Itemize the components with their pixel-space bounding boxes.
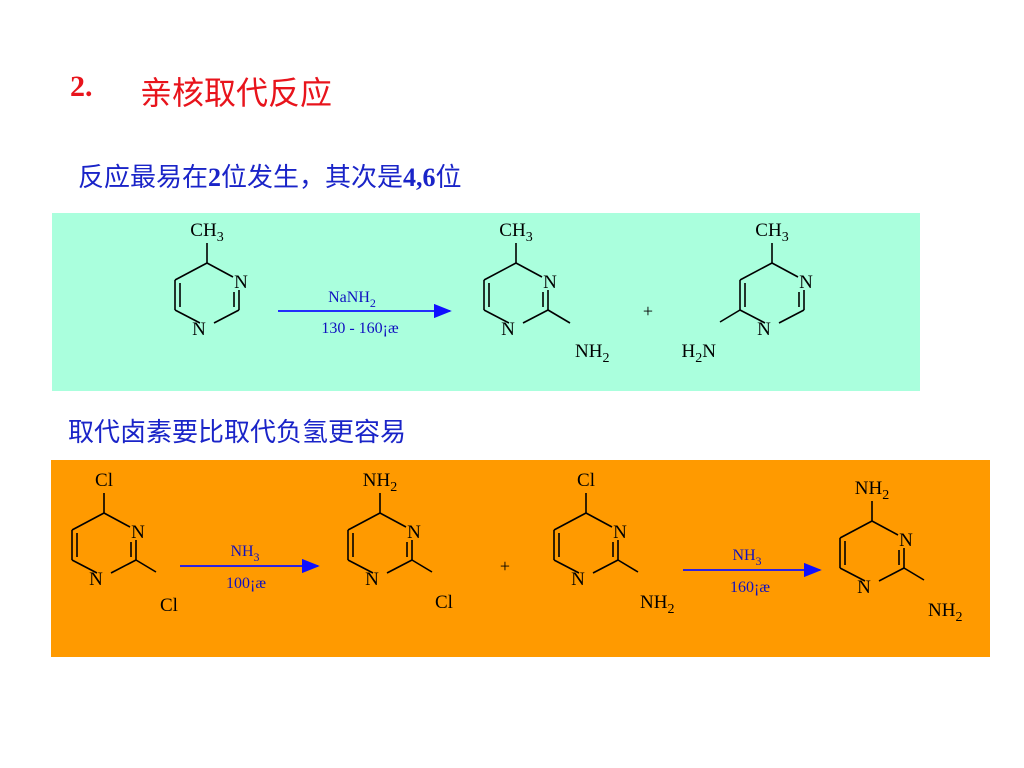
- r1-product2-bond: [778, 309, 805, 324]
- r2-reactant-n3-atom: N: [131, 522, 145, 543]
- section-number: 2.: [70, 70, 93, 103]
- r2-reactant-bond: [103, 512, 131, 528]
- reaction1-panel: [52, 213, 920, 391]
- r1-reactant-bond: [213, 309, 240, 324]
- r1-reactant-n1-atom: N: [192, 319, 206, 340]
- r1-product1-substituent: NH2: [575, 341, 609, 366]
- r2-product2-substituent: NH2: [640, 592, 674, 617]
- r2-reactant-n1-atom: N: [89, 569, 103, 590]
- r1-plus: +: [643, 301, 653, 321]
- note1-suffix: 位: [435, 163, 462, 193]
- r2-product2-bond: [592, 559, 619, 574]
- r2-product3-bond: [839, 520, 873, 539]
- r2-product3-bond: [839, 567, 866, 582]
- r1-product1-n3-atom: N: [543, 272, 557, 293]
- r1-reactant-bond: [206, 262, 234, 278]
- r1-reagent: NaNH2: [328, 289, 376, 310]
- r1-product1-bond: [483, 309, 510, 324]
- r2-product2-top-group: Cl: [577, 470, 595, 491]
- r1-product1-n1-atom: N: [501, 319, 515, 340]
- r2-product1-n3-atom: N: [407, 522, 421, 543]
- r2-product2-bond: [585, 512, 613, 528]
- r2-product2-bond: [617, 559, 639, 573]
- r1-product2-bond: [739, 262, 773, 281]
- r2-product1-bond: [347, 512, 381, 531]
- r2-product1-bond: [347, 559, 374, 574]
- r2-reagent1: NH3: [230, 543, 259, 564]
- r2-product1-bond: [411, 559, 433, 573]
- r1-product2-bond: [719, 309, 741, 323]
- r2-product2-n3-atom: N: [613, 522, 627, 543]
- r1-product2-n3-atom: N: [799, 272, 813, 293]
- r2-reactant-bond: [71, 559, 98, 574]
- r1-product1-bond: [515, 262, 543, 278]
- r2-product1-bond: [379, 512, 407, 528]
- r2-product2-n1-atom: N: [571, 569, 585, 590]
- r2-reactant-top-group: Cl: [95, 470, 113, 491]
- r2-product3-bond: [871, 520, 899, 536]
- r1-product1-bond: [483, 262, 517, 281]
- r1-product2-bond: [771, 262, 799, 278]
- reaction2-panel: [51, 460, 990, 657]
- r1-condition: 130 - 160¡æ: [321, 320, 399, 337]
- r2-condition1: 100¡æ: [226, 575, 266, 592]
- r2-product2-bond: [553, 512, 587, 531]
- r2-reactant-bond: [135, 559, 157, 573]
- r2-product3-bond: [903, 567, 925, 581]
- r2-reactant-bond: [110, 559, 137, 574]
- r2-product1-n1-atom: N: [365, 569, 379, 590]
- r2-product1-top-group: NH2: [363, 470, 397, 495]
- r2-reagent2: NH3: [732, 547, 761, 568]
- r1-reactant-top-group: CH3: [190, 220, 223, 245]
- note1-mid: 位发生，其次是: [221, 163, 404, 193]
- r1-reactant-n3-atom: N: [234, 272, 248, 293]
- r1-product2-top-group: CH3: [755, 220, 788, 245]
- note-position-preference: 反应最易在2位发生，其次是4,6位: [78, 157, 462, 194]
- r2-plus: +: [500, 556, 510, 576]
- r2-product1-substituent: Cl: [435, 592, 453, 613]
- r1-product2-substituent: H2N: [682, 341, 717, 366]
- r2-condition2: 160¡æ: [730, 579, 770, 596]
- r2-product2-bond: [553, 559, 580, 574]
- note1-prefix: 反应最易在: [78, 163, 209, 193]
- r2-product3-bond: [878, 567, 905, 582]
- r2-product1-bond: [386, 559, 413, 574]
- note1-num1: 2: [208, 163, 222, 192]
- r1-product1-bond: [522, 309, 549, 324]
- note-halogen-substitution: 取代卤素要比取代负氢更容易: [68, 418, 407, 448]
- r2-product3-top-group: NH2: [855, 478, 889, 503]
- r1-reactant-bond: [174, 262, 208, 281]
- r2-reactant-substituent: Cl: [160, 595, 178, 616]
- r2-reactant-bond: [71, 512, 105, 531]
- r2-product3-n1-atom: N: [857, 577, 871, 598]
- r1-product1-top-group: CH3: [499, 220, 532, 245]
- r2-product3-n3-atom: N: [899, 530, 913, 551]
- note1-num2: 4,6: [403, 163, 436, 192]
- r1-product2-bond: [739, 309, 766, 324]
- r1-product2-n1-atom: N: [757, 319, 771, 340]
- section-title: 亲核取代反应: [140, 74, 333, 112]
- r1-reactant-bond: [174, 309, 201, 324]
- r2-product3-substituent: NH2: [928, 600, 962, 625]
- r1-product1-bond: [547, 309, 571, 324]
